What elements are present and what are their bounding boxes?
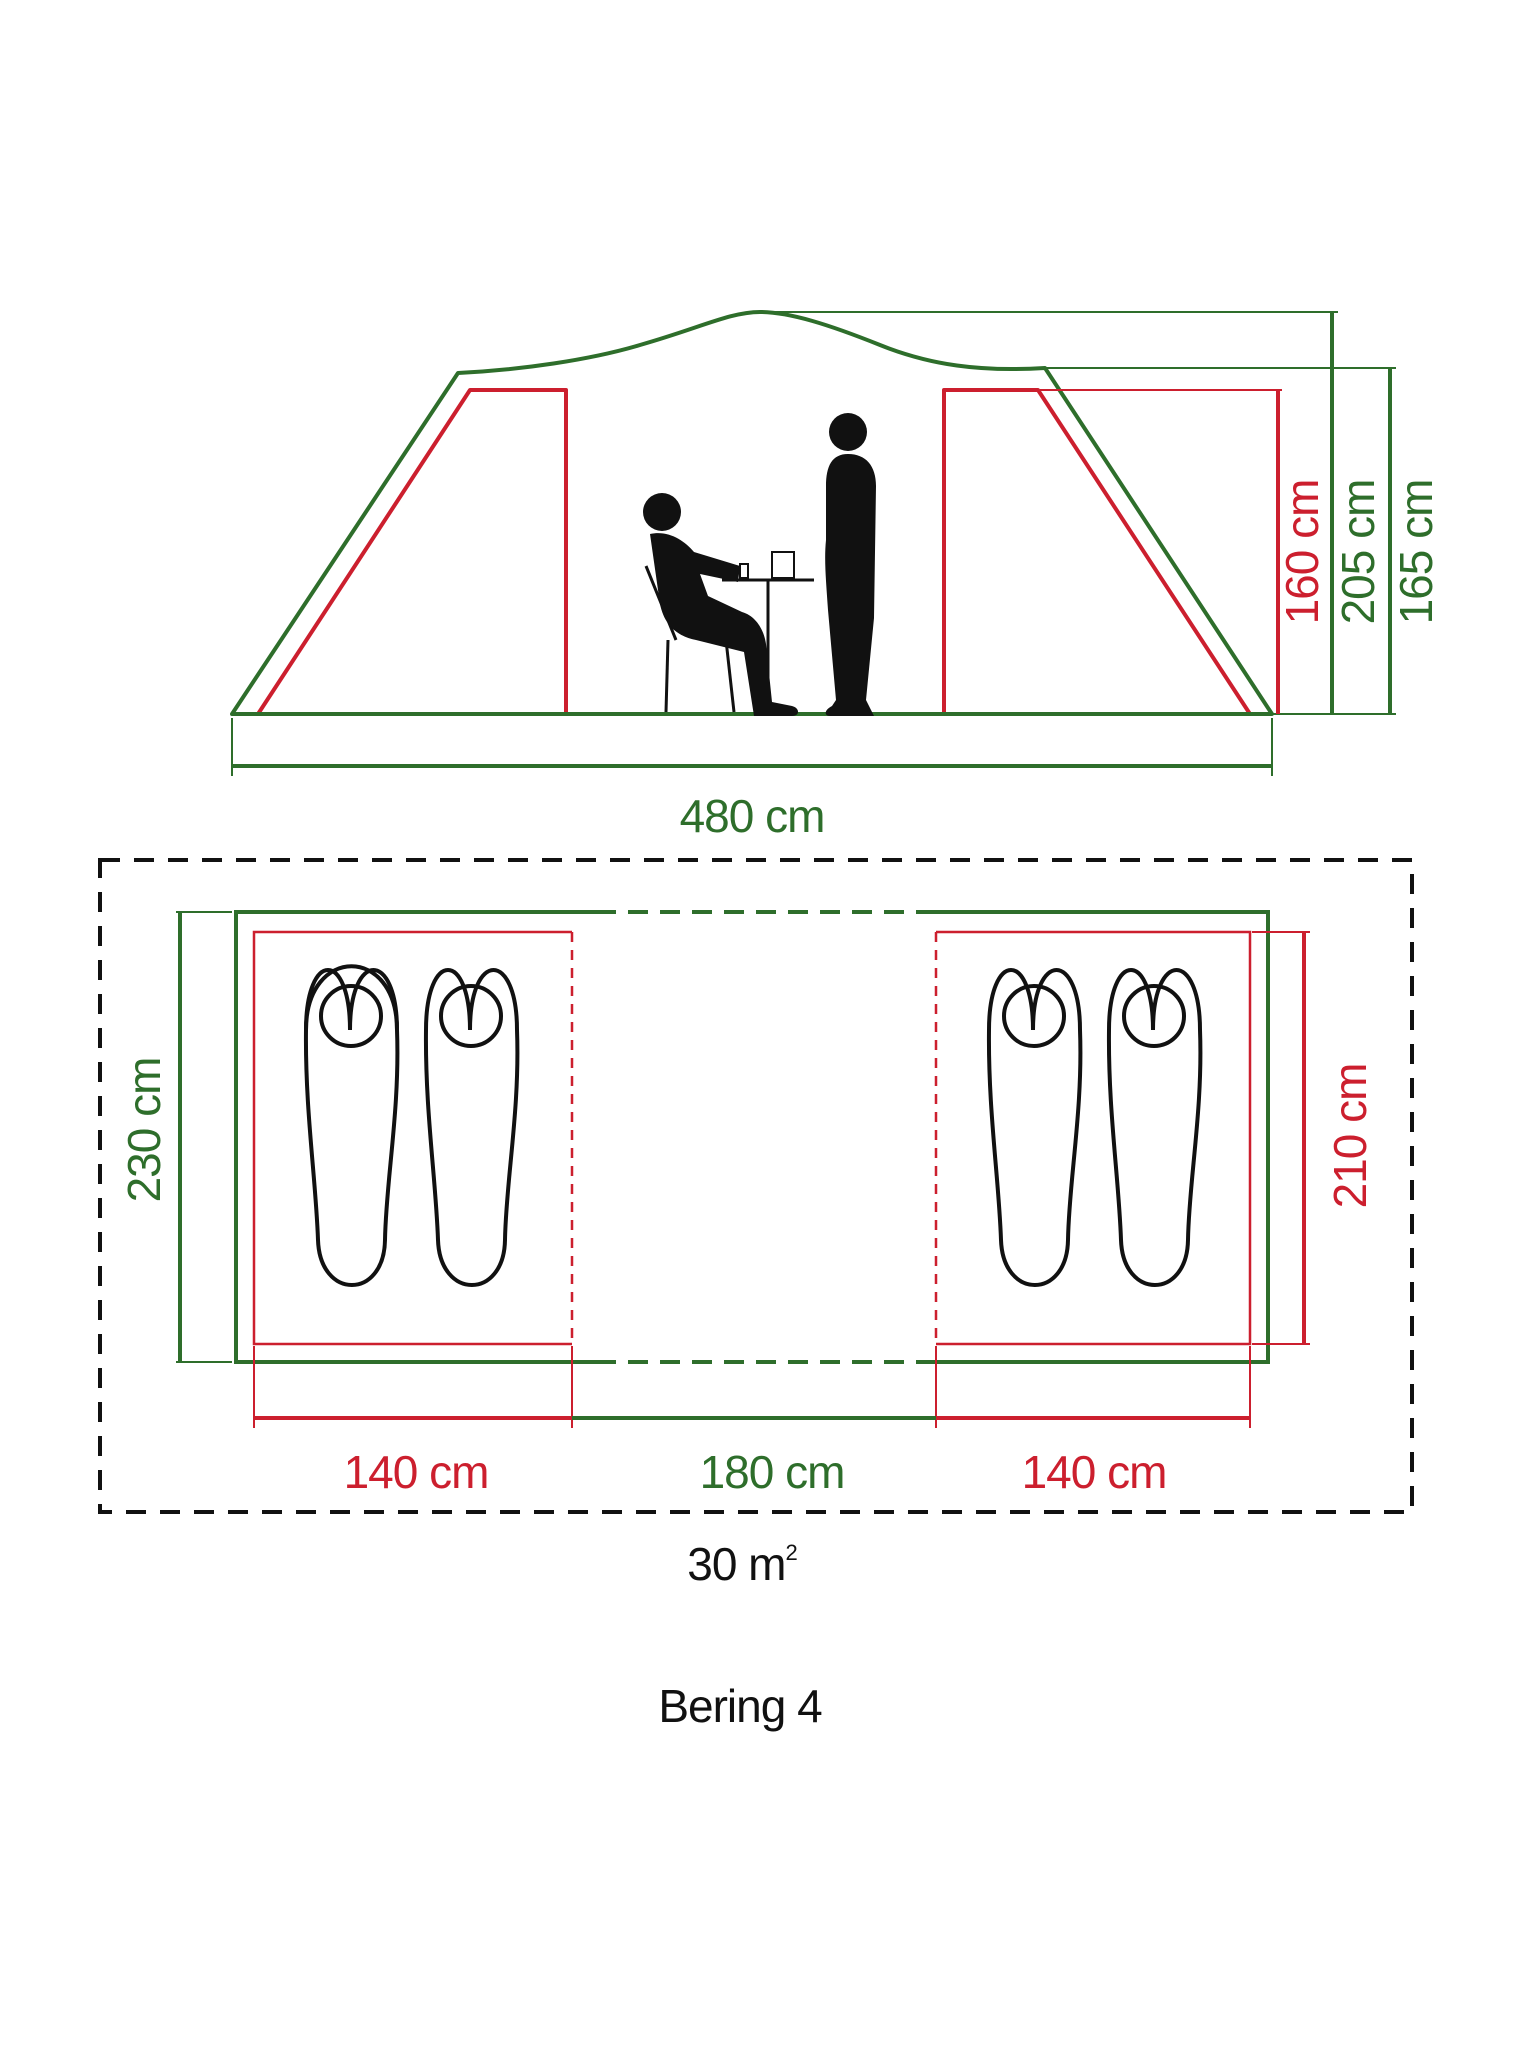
outer-footprint-left [234, 910, 596, 1364]
side-view: 480 cm 160 cm 205 cm 165 cm [230, 310, 1442, 842]
sleeping-bag-icon [1106, 968, 1203, 1287]
area-number: 30 m [687, 1538, 785, 1590]
right-room-label: 140 cm [1022, 1446, 1167, 1498]
eave-height-label: 165 cm [1390, 480, 1442, 625]
sleeping-bag-icon [303, 964, 400, 1287]
left-bedroom [252, 930, 572, 1346]
figures [643, 413, 876, 716]
right-inner-room [942, 388, 1252, 716]
right-bedroom [936, 930, 1252, 1346]
sleeping-bag-icon [423, 968, 520, 1287]
area-superscript: 2 [786, 1540, 798, 1565]
width-label: 230 cm [118, 1058, 170, 1203]
pitch-area-boundary [98, 858, 1414, 1514]
center-label: 180 cm [700, 1446, 845, 1498]
outer-footprint-right [930, 910, 1270, 1364]
seated-person-icon [643, 493, 798, 716]
left-room-label: 140 cm [344, 1446, 489, 1498]
length-label: 480 cm [680, 790, 825, 842]
left-inner-room [256, 388, 568, 716]
table-icon [722, 578, 814, 712]
area-label: 30 m2 [687, 1538, 797, 1590]
room-depth-label: 210 cm [1324, 1064, 1376, 1209]
room-height-label: 160 cm [1276, 480, 1328, 625]
peak-height-label: 205 cm [1332, 480, 1384, 625]
product-name: Bering 4 [658, 1680, 822, 1732]
floor-plan: 230 cm 210 cm 140 cm 180 cm 140 cm 30 m2 [98, 858, 1414, 1590]
cup-icon [739, 551, 795, 579]
sleeping-bag-icon [986, 968, 1083, 1287]
standing-person-icon [825, 413, 876, 716]
